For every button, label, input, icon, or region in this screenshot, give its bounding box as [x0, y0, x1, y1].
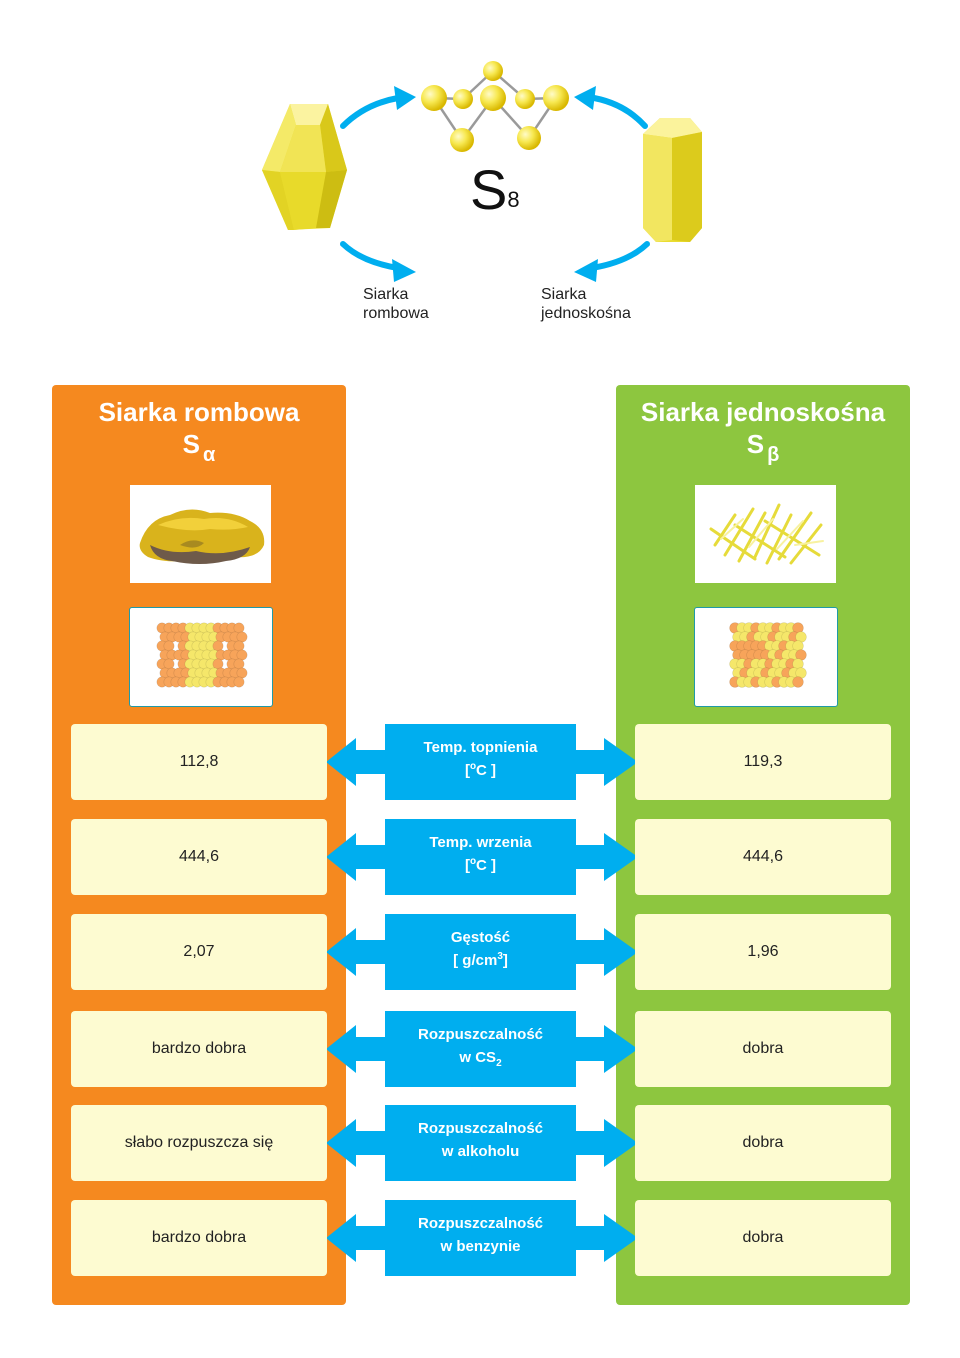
monoclinic-value-cell: dobra: [635, 1105, 891, 1181]
monoclinic-value-cell: dobra: [635, 1200, 891, 1276]
label-monoclinic-sulfur: Siarka jednoskośna: [541, 286, 631, 322]
property-label: Rozpuszczalność w alkoholu: [385, 1105, 576, 1181]
atom-sphere: [233, 676, 245, 688]
rhombic-value-cell: bardzo dobra: [71, 1200, 327, 1276]
monoclinic-value-cell: 1,96: [635, 914, 891, 990]
property-unit: [oC ]: [464, 856, 497, 874]
rhombic-sulfur-photo: [130, 485, 271, 583]
arrow-rhombic-down: [340, 241, 401, 271]
property-name: Temp. wrzenia: [429, 834, 532, 851]
property-unit: [oC ]: [464, 761, 497, 779]
property-name: Rozpuszczalność: [417, 1026, 544, 1043]
rhombic-value-cell: 444,6: [71, 819, 327, 895]
arrowhead-icon: [574, 86, 596, 110]
arrow-monoclinic-down: [589, 241, 650, 271]
property-unit: w benzynie: [440, 1238, 521, 1255]
property-label: Rozpuszczalność w benzynie: [385, 1200, 576, 1276]
rhombic-value-cell: słabo rozpuszcza się: [71, 1105, 327, 1181]
property-label: Gęstość [ g/cm3]: [385, 914, 576, 990]
arrowhead-icon: [392, 259, 416, 282]
property-name: Rozpuszczalność: [417, 1215, 544, 1232]
property-label: Temp. wrzenia [oC ]: [385, 819, 576, 895]
rhombic-value-cell: 112,8: [71, 724, 327, 800]
arrow-rhombic-to-s8: [340, 95, 401, 129]
arrowhead-icon: [574, 259, 598, 282]
monoclinic-value-cell: 119,3: [635, 724, 891, 800]
rhombic-crystal-icon: [262, 104, 347, 230]
property-label: Rozpuszczalność w CS2: [385, 1011, 576, 1087]
allotrope-cycle-diagram: [262, 61, 702, 282]
property-name: Gęstość: [450, 929, 511, 946]
property-name: Rozpuszczalność: [417, 1120, 544, 1137]
column-title: Siarka rombowa: [98, 397, 300, 427]
property-name: Temp. topnienia: [423, 739, 538, 756]
property-unit: [ g/cm3]: [453, 951, 508, 969]
arrowhead-icon: [394, 86, 416, 110]
rhombic-value-cell: 2,07: [71, 914, 327, 990]
monoclinic-value-cell: 444,6: [635, 819, 891, 895]
property-unit: w alkoholu: [441, 1143, 520, 1160]
property-unit: w CS2: [459, 1049, 502, 1069]
atom-sphere: [792, 676, 804, 688]
monoclinic-structure-model: [694, 607, 838, 707]
label-rhombic-sulfur: Siarka rombowa: [363, 286, 429, 322]
monoclinic-sulfur-photo: [695, 485, 836, 583]
rhombic-structure-model: [129, 607, 273, 707]
monoclinic-crystal-icon: [643, 118, 702, 242]
sulfur-atoms: [421, 61, 569, 152]
monoclinic-value-cell: dobra: [635, 1011, 891, 1087]
rhombic-value-cell: bardzo dobra: [71, 1011, 327, 1087]
property-label: Temp. topnienia [oC ]: [385, 724, 576, 800]
column-title: Siarka jednoskośna: [640, 397, 886, 427]
s8-formula: S8: [470, 158, 520, 221]
arrow-monoclinic-to-s8: [591, 95, 648, 129]
